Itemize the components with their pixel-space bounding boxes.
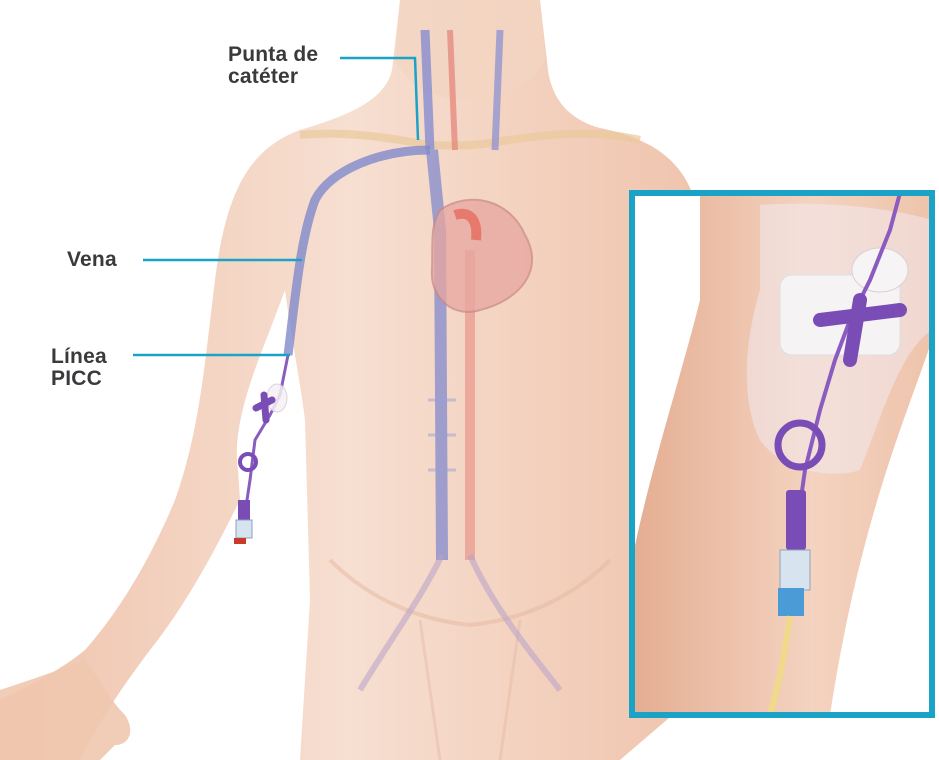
catheter-tip-label: Punta de catéter — [228, 44, 318, 88]
vein-label: Vena — [67, 249, 117, 271]
catheter-tip-label-line1: Punta de — [228, 43, 318, 66]
vein-label-text: Vena — [67, 248, 117, 271]
picc-line-label-line1: Línea — [51, 345, 107, 368]
inset-closeup — [632, 193, 932, 715]
picc-line-label-line2: PICC — [51, 368, 107, 390]
catheter-tip-label-line2: catéter — [228, 66, 318, 88]
picc-line-label: Línea PICC — [51, 346, 107, 390]
